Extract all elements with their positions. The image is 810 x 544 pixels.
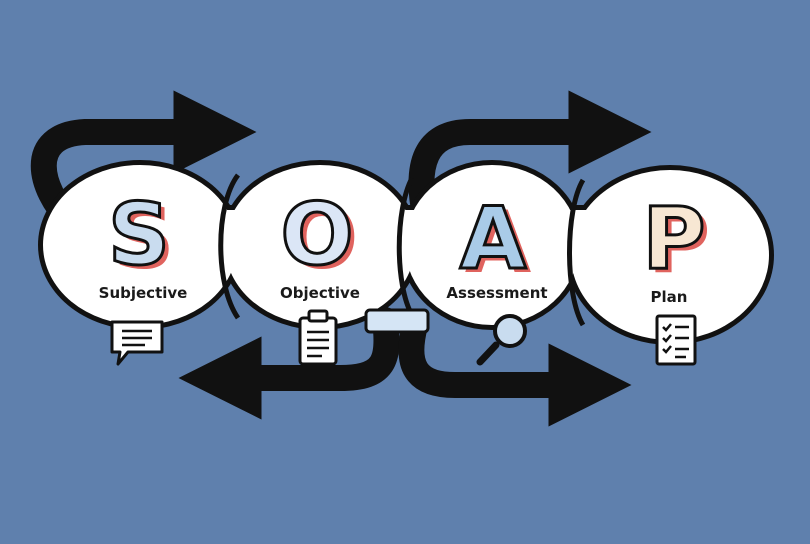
bubble-chain	[38, 160, 774, 345]
svg-text:P: P	[642, 189, 705, 289]
label-assessment: Assessment	[446, 284, 548, 302]
svg-text:O: O	[280, 185, 353, 285]
svg-text:S: S	[113, 189, 175, 289]
letter-s: S S	[107, 184, 175, 290]
bubble-dividers	[218, 173, 586, 327]
letter-o: O O	[279, 184, 359, 290]
clipboard-icon	[298, 309, 338, 366]
label-plan: Plan	[650, 288, 688, 306]
label-objective: Objective	[280, 284, 360, 302]
bottom-right-curved-arrow	[398, 312, 632, 427]
svg-text:S: S	[108, 185, 170, 285]
svg-text:A: A	[460, 189, 527, 289]
letter-p: P P	[641, 188, 711, 294]
svg-text:O: O	[285, 189, 358, 289]
connector-tab	[364, 308, 430, 334]
checklist-icon	[655, 314, 697, 366]
svg-text:A: A	[465, 193, 532, 293]
svg-text:P: P	[647, 193, 710, 293]
label-subjective: Subjective	[98, 284, 188, 302]
speech-bubble-icon	[110, 320, 164, 366]
magnifying-glass-icon	[476, 314, 527, 366]
letter-a: A A	[458, 188, 532, 294]
